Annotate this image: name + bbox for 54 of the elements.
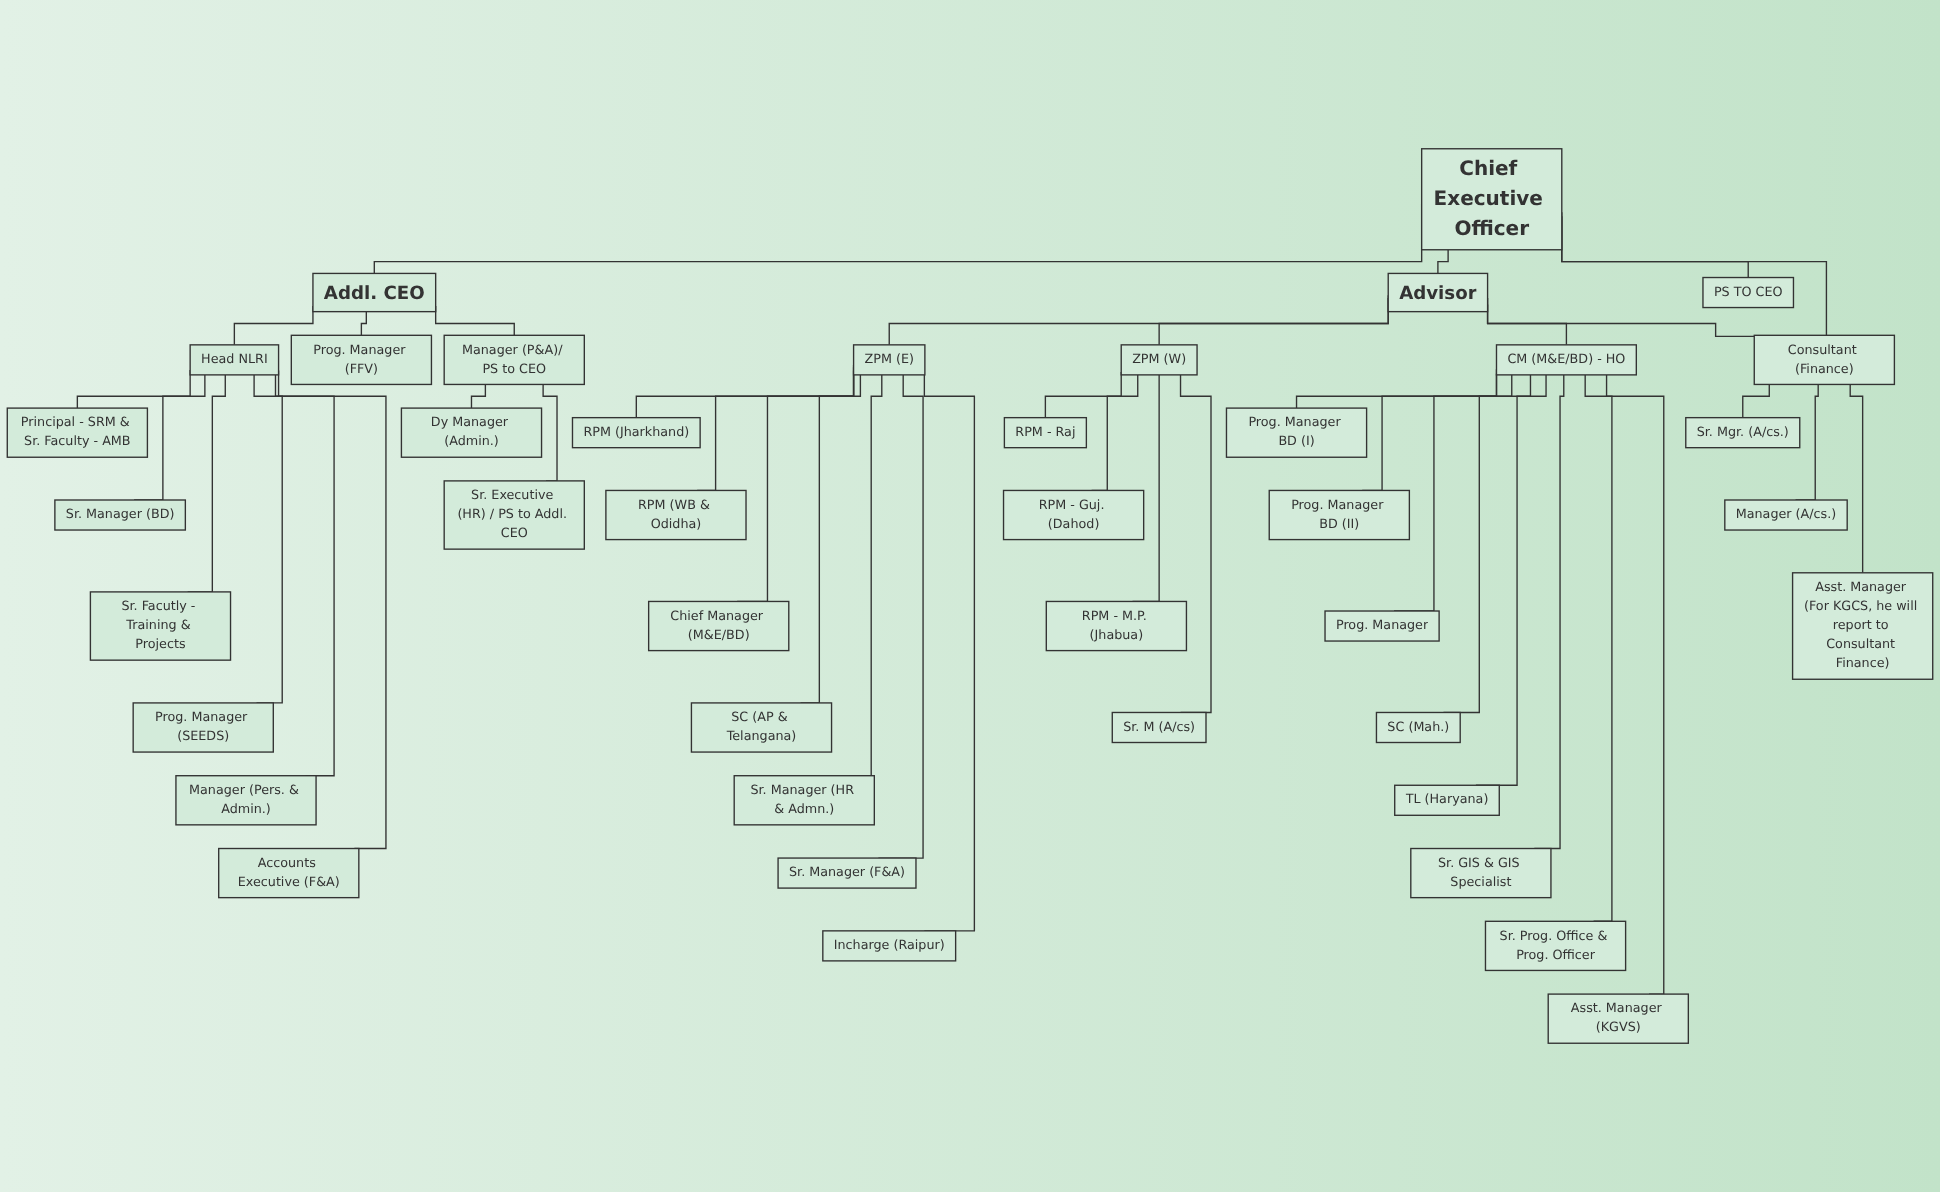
connector bbox=[1044, 371, 1122, 419]
node-box bbox=[605, 489, 747, 541]
node-box bbox=[1045, 600, 1188, 652]
node-box bbox=[822, 930, 957, 962]
node-box bbox=[1268, 489, 1411, 541]
node-box bbox=[89, 591, 232, 661]
node-box bbox=[1002, 489, 1145, 541]
node-box bbox=[1724, 499, 1848, 531]
node-box bbox=[1375, 711, 1461, 744]
connector bbox=[253, 374, 283, 704]
connector bbox=[1849, 383, 1864, 574]
node-box bbox=[189, 344, 280, 376]
node-box bbox=[1791, 572, 1934, 680]
node-box bbox=[852, 344, 926, 376]
node-box bbox=[1003, 416, 1088, 449]
node-box bbox=[1421, 148, 1563, 251]
connector bbox=[274, 374, 335, 777]
node-box bbox=[218, 847, 360, 899]
node-box bbox=[1702, 276, 1795, 309]
connector bbox=[542, 383, 558, 482]
node-box bbox=[443, 480, 585, 550]
node-box bbox=[132, 702, 274, 753]
node-box bbox=[290, 334, 433, 386]
node-box bbox=[690, 702, 833, 753]
node-box bbox=[648, 600, 790, 652]
connector bbox=[1179, 374, 1212, 714]
node-box bbox=[1394, 784, 1500, 816]
connector bbox=[1584, 374, 1613, 922]
node-box bbox=[571, 416, 701, 449]
node-box bbox=[1324, 610, 1440, 642]
node-box bbox=[54, 499, 187, 531]
node-box bbox=[1225, 407, 1368, 458]
node-box bbox=[1495, 344, 1637, 376]
node-box bbox=[1120, 344, 1198, 376]
connector bbox=[1437, 249, 1449, 275]
node-box bbox=[733, 775, 875, 826]
connector bbox=[470, 383, 487, 409]
connector bbox=[1605, 374, 1665, 995]
node-box bbox=[443, 334, 585, 386]
node-box bbox=[1547, 993, 1689, 1044]
node-box bbox=[6, 407, 149, 458]
node-box bbox=[1387, 272, 1489, 313]
node-box bbox=[777, 857, 917, 889]
node-box bbox=[1111, 711, 1207, 744]
node-box bbox=[1753, 334, 1896, 386]
connector bbox=[360, 310, 367, 336]
node-box bbox=[312, 272, 437, 313]
connector bbox=[1742, 383, 1770, 419]
node-box bbox=[1484, 920, 1627, 972]
connector bbox=[923, 374, 976, 932]
node-box bbox=[175, 775, 317, 826]
node-box bbox=[1410, 847, 1552, 899]
node-box bbox=[1685, 416, 1801, 449]
node-box bbox=[400, 407, 543, 458]
